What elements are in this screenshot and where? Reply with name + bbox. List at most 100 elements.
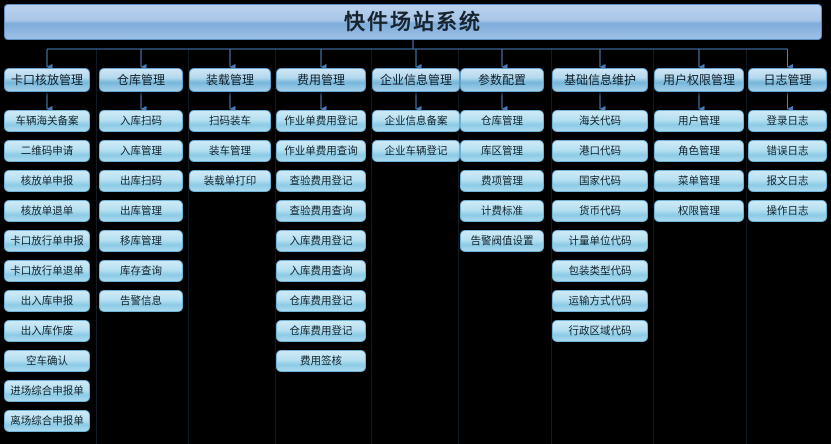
menu-item[interactable]: 出库扫码 bbox=[99, 170, 183, 192]
menu-item[interactable]: 费项管理 bbox=[460, 170, 544, 192]
menu-item-label: 港口代码 bbox=[579, 144, 621, 157]
menu-item-label: 装载单打印 bbox=[203, 174, 257, 187]
menu-item-label: 库存查询 bbox=[120, 264, 162, 277]
category-header-label: 卡口核放管理 bbox=[10, 73, 83, 87]
menu-item[interactable]: 空车确认 bbox=[4, 350, 90, 372]
menu-item-label: 告警阀值设置 bbox=[470, 234, 534, 247]
category-header-label: 参数配置 bbox=[477, 73, 526, 87]
menu-item-label: 扫码装车 bbox=[209, 114, 251, 127]
menu-item[interactable]: 装车管理 bbox=[189, 140, 271, 162]
menu-item[interactable]: 企业信息备案 bbox=[372, 110, 460, 132]
menu-item[interactable]: 港口代码 bbox=[552, 140, 648, 162]
menu-item-label: 出库扫码 bbox=[120, 174, 162, 187]
menu-item[interactable]: 作业单费用登记 bbox=[276, 110, 366, 132]
menu-item[interactable]: 国家代码 bbox=[552, 170, 648, 192]
menu-item-label: 计费标准 bbox=[481, 204, 523, 217]
menu-item[interactable]: 企业车辆登记 bbox=[372, 140, 460, 162]
menu-item-label: 离场综合申报单 bbox=[10, 414, 84, 427]
menu-item-label: 出入库作废 bbox=[20, 324, 74, 337]
menu-item[interactable]: 出库管理 bbox=[99, 200, 183, 222]
menu-item[interactable]: 仓库费用登记 bbox=[276, 320, 366, 342]
menu-item[interactable]: 海关代码 bbox=[552, 110, 648, 132]
menu-item[interactable]: 登录日志 bbox=[748, 110, 827, 132]
item-list-fee: 作业单费用登记作业单费用查询查验费用登记查验费用查询入库费用登记入库费用查询仓库… bbox=[276, 110, 366, 372]
menu-item-label: 计量单位代码 bbox=[568, 234, 632, 247]
menu-item[interactable]: 仓库费用登记 bbox=[276, 290, 366, 312]
menu-item-label: 告警信息 bbox=[120, 294, 162, 307]
menu-item[interactable]: 装载单打印 bbox=[189, 170, 271, 192]
menu-item-label: 行政区域代码 bbox=[568, 324, 632, 337]
menu-item-label: 海关代码 bbox=[579, 114, 621, 127]
menu-item[interactable]: 进场综合申报单 bbox=[4, 380, 90, 402]
item-list-warehouse: 入库扫码入库管理出库扫码出库管理移库管理库存查询告警信息 bbox=[99, 110, 183, 312]
menu-item-label: 入库费用查询 bbox=[289, 264, 353, 277]
menu-item[interactable]: 计费标准 bbox=[460, 200, 544, 222]
category-header-enterprise[interactable]: 企业信息管理 bbox=[372, 68, 460, 92]
root-node[interactable]: 快件场站系统 bbox=[4, 4, 822, 40]
menu-item[interactable]: 入库费用登记 bbox=[276, 230, 366, 252]
menu-item[interactable]: 二维码申请 bbox=[4, 140, 90, 162]
menu-item[interactable]: 告警阀值设置 bbox=[460, 230, 544, 252]
menu-item[interactable]: 查验费用登记 bbox=[276, 170, 366, 192]
menu-item-label: 核放单申报 bbox=[20, 174, 74, 187]
category-header-log[interactable]: 日志管理 bbox=[748, 68, 827, 92]
item-list-gate-release: 车辆海关备案二维码申请核放单申报核放单退单卡口放行单申报卡口放行单退单出入库申报… bbox=[4, 110, 90, 432]
menu-item[interactable]: 入库扫码 bbox=[99, 110, 183, 132]
menu-item-label: 出入库申报 bbox=[20, 294, 74, 307]
menu-item-label: 错误日志 bbox=[766, 144, 809, 157]
category-header-gate-release[interactable]: 卡口核放管理 bbox=[4, 68, 90, 92]
menu-item[interactable]: 仓库管理 bbox=[460, 110, 544, 132]
menu-item[interactable]: 离场综合申报单 bbox=[4, 410, 90, 432]
menu-item[interactable]: 用户管理 bbox=[654, 110, 744, 132]
menu-item[interactable]: 货币代码 bbox=[552, 200, 648, 222]
menu-item-label: 作业单费用查询 bbox=[284, 144, 358, 157]
menu-item[interactable]: 入库费用查询 bbox=[276, 260, 366, 282]
item-list-loading: 扫码装车装车管理装载单打印 bbox=[189, 110, 271, 192]
category-header-label: 装载管理 bbox=[205, 73, 254, 87]
menu-item[interactable]: 核放单申报 bbox=[4, 170, 90, 192]
menu-item[interactable]: 角色管理 bbox=[654, 140, 744, 162]
menu-item[interactable]: 入库管理 bbox=[99, 140, 183, 162]
menu-item[interactable]: 报文日志 bbox=[748, 170, 827, 192]
menu-item[interactable]: 移库管理 bbox=[99, 230, 183, 252]
menu-item[interactable]: 库存查询 bbox=[99, 260, 183, 282]
menu-item[interactable]: 操作日志 bbox=[748, 200, 827, 222]
menu-item-label: 企业信息备案 bbox=[384, 114, 448, 127]
menu-item-label: 操作日志 bbox=[766, 204, 809, 217]
menu-item[interactable]: 核放单退单 bbox=[4, 200, 90, 222]
item-list-user-auth: 用户管理角色管理菜单管理权限管理 bbox=[654, 110, 744, 222]
category-header-warehouse[interactable]: 仓库管理 bbox=[99, 68, 183, 92]
menu-item[interactable]: 费用签核 bbox=[276, 350, 366, 372]
menu-item[interactable]: 行政区域代码 bbox=[552, 320, 648, 342]
menu-item[interactable]: 作业单费用查询 bbox=[276, 140, 366, 162]
menu-item[interactable]: 包装类型代码 bbox=[552, 260, 648, 282]
menu-item[interactable]: 车辆海关备案 bbox=[4, 110, 90, 132]
menu-item-label: 出库管理 bbox=[120, 204, 162, 217]
menu-item[interactable]: 出入库申报 bbox=[4, 290, 90, 312]
menu-item[interactable]: 库区管理 bbox=[460, 140, 544, 162]
menu-item[interactable]: 出入库作废 bbox=[4, 320, 90, 342]
menu-item-label: 角色管理 bbox=[678, 144, 720, 157]
menu-item[interactable]: 卡口放行单退单 bbox=[4, 260, 90, 282]
menu-item-label: 核放单退单 bbox=[20, 204, 74, 217]
menu-item[interactable]: 扫码装车 bbox=[189, 110, 271, 132]
category-header-loading[interactable]: 装载管理 bbox=[189, 68, 271, 92]
category-header-fee[interactable]: 费用管理 bbox=[276, 68, 366, 92]
item-list-log: 登录日志错误日志报文日志操作日志 bbox=[748, 110, 827, 222]
menu-item[interactable]: 运输方式代码 bbox=[552, 290, 648, 312]
menu-item[interactable]: 错误日志 bbox=[748, 140, 827, 162]
menu-item[interactable]: 告警信息 bbox=[99, 290, 183, 312]
category-header-user-auth[interactable]: 用户权限管理 bbox=[654, 68, 744, 92]
menu-item[interactable]: 卡口放行单申报 bbox=[4, 230, 90, 252]
menu-item[interactable]: 查验费用查询 bbox=[276, 200, 366, 222]
menu-item[interactable]: 计量单位代码 bbox=[552, 230, 648, 252]
menu-item-label: 空车确认 bbox=[26, 354, 68, 367]
menu-item[interactable]: 权限管理 bbox=[654, 200, 744, 222]
menu-item-label: 查验费用查询 bbox=[289, 204, 353, 217]
menu-item[interactable]: 菜单管理 bbox=[654, 170, 744, 192]
column-fee: 费用管理作业单费用登记作业单费用查询查验费用登记查验费用查询入库费用登记入库费用… bbox=[276, 68, 366, 372]
category-header-params[interactable]: 参数配置 bbox=[460, 68, 544, 92]
menu-item-label: 报文日志 bbox=[766, 174, 809, 187]
category-header-basic-info[interactable]: 基础信息维护 bbox=[552, 68, 648, 92]
menu-item-label: 进场综合申报单 bbox=[10, 384, 84, 397]
